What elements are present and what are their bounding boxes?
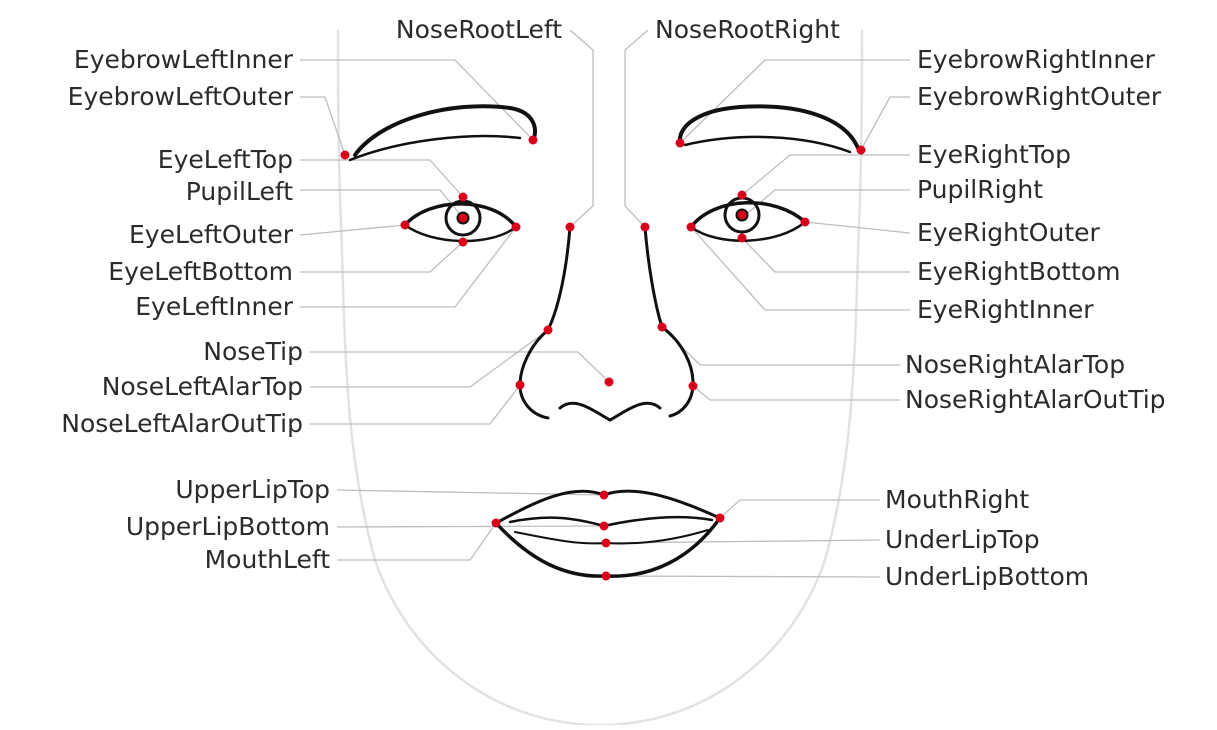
label-upper-lip-top: UpperLipTop (175, 475, 330, 504)
landmark-nose-left-alar-out-tip (516, 381, 525, 390)
label-nose-left-alar-top: NoseLeftAlarTop (102, 372, 303, 401)
landmark-eye-right-bottom (738, 234, 747, 243)
leader-line (300, 242, 463, 272)
landmark-labels: NoseRootLeft NoseRootRight EyebrowLeftIn… (61, 15, 1165, 591)
landmark-mouth-right (716, 514, 725, 523)
landmark-eye-right-outer (801, 218, 810, 227)
leader-line (300, 225, 405, 235)
landmark-nose-left-alar-top (544, 326, 553, 335)
landmark-pupil-right (738, 211, 747, 220)
label-eye-left-bottom: EyeLeftBottom (108, 257, 293, 286)
landmark-eye-left-inner (512, 223, 521, 232)
landmark-eye-right-inner (687, 223, 696, 232)
leader-line (300, 190, 463, 218)
label-eye-left-inner: EyeLeftInner (135, 292, 293, 321)
leader-line (625, 30, 648, 227)
landmark-eyebrow-right-outer (857, 146, 866, 155)
label-nose-root-right: NoseRootRight (655, 15, 840, 44)
label-nose-tip: NoseTip (203, 337, 303, 366)
nose-right-side (645, 227, 693, 416)
label-upper-lip-bottom: UpperLipBottom (126, 512, 330, 541)
leader-line (662, 327, 900, 365)
landmark-eyebrow-left-inner (529, 136, 538, 145)
landmark-nose-tip (605, 378, 614, 387)
leader-line (742, 155, 910, 195)
leader-line (300, 60, 533, 140)
label-under-lip-bottom: UnderLipBottom (885, 562, 1089, 591)
leader-line (337, 523, 496, 560)
landmark-nose-root-left (566, 223, 575, 232)
label-nose-right-alar-top: NoseRightAlarTop (905, 350, 1125, 379)
landmark-eye-right-top (738, 191, 747, 200)
label-nose-root-left: NoseRootLeft (396, 15, 562, 44)
landmark-upper-lip-top (600, 491, 609, 500)
landmark-eye-left-outer (401, 221, 410, 230)
landmark-upper-lip-bottom (600, 522, 609, 531)
landmark-nose-right-alar-out-tip (689, 382, 698, 391)
leader-line (337, 526, 604, 527)
leader-line (805, 222, 910, 233)
landmark-eye-left-bottom (459, 238, 468, 247)
landmark-pupil-left (459, 214, 468, 223)
leader-line (570, 30, 593, 227)
label-under-lip-top: UnderLipTop (885, 525, 1040, 554)
lip-parting (510, 517, 712, 526)
landmark-eyebrow-right-inner (676, 139, 685, 148)
label-eye-right-outer: EyeRightOuter (917, 218, 1101, 247)
nose-left-side (520, 227, 570, 418)
label-eyebrow-right-inner: EyebrowRightInner (917, 45, 1156, 74)
label-mouth-left: MouthLeft (205, 545, 331, 574)
label-nose-right-alar-out-tip: NoseRightAlarOutTip (905, 385, 1166, 414)
left-eyebrow-lower (350, 136, 520, 160)
right-eyebrow-lower (685, 137, 850, 152)
landmark-under-lip-top (602, 539, 611, 548)
face-outline (338, 30, 862, 725)
landmark-points (341, 136, 866, 581)
landmark-nose-right-alar-top (658, 323, 667, 332)
leader-line (693, 386, 900, 400)
label-nose-left-alar-out-tip: NoseLeftAlarOutTip (61, 409, 303, 438)
label-eye-left-outer: EyeLeftOuter (129, 220, 294, 249)
label-eye-left-top: EyeLeftTop (158, 145, 293, 174)
leader-line (310, 352, 609, 382)
nose-base (560, 403, 660, 420)
label-pupil-left: PupilLeft (186, 177, 293, 206)
label-eye-right-inner: EyeRightInner (917, 295, 1094, 324)
landmark-under-lip-bottom (602, 572, 611, 581)
label-pupil-right: PupilRight (917, 175, 1043, 204)
leader-line (861, 97, 910, 150)
label-eyebrow-left-outer: EyebrowLeftOuter (68, 82, 294, 111)
leader-line (742, 238, 910, 272)
leader-line (300, 160, 463, 197)
leader-line (720, 500, 880, 518)
landmark-nose-root-right (641, 223, 650, 232)
label-eyebrow-right-outer: EyebrowRightOuter (917, 82, 1162, 111)
landmark-mouth-left (492, 519, 501, 528)
landmark-eyebrow-left-outer (341, 151, 350, 160)
leader-line (310, 385, 520, 424)
label-eyebrow-left-inner: EyebrowLeftInner (74, 45, 294, 74)
label-eye-right-bottom: EyeRightBottom (917, 257, 1121, 286)
label-mouth-right: MouthRight (885, 485, 1029, 514)
under-lip-top (515, 530, 708, 543)
landmark-eye-left-top (459, 193, 468, 202)
leader-line (606, 576, 880, 577)
facial-features (350, 106, 858, 576)
leader-line (680, 60, 910, 143)
label-eye-right-top: EyeRightTop (917, 140, 1071, 169)
